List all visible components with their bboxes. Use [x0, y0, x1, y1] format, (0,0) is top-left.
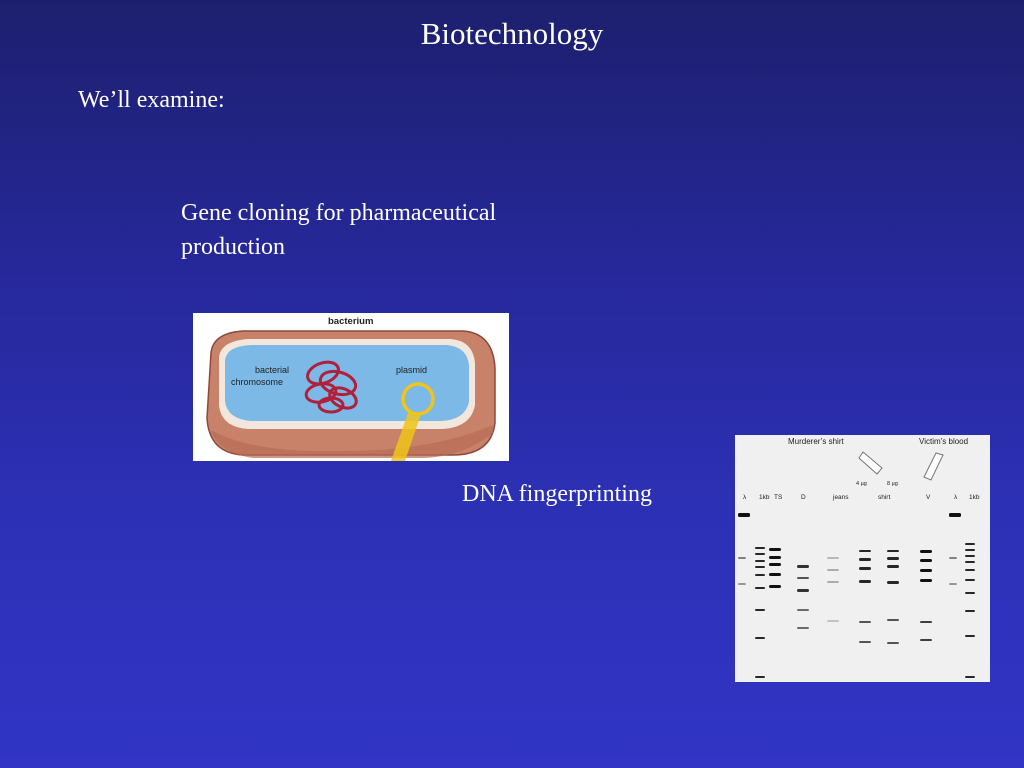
gel-bands — [738, 513, 975, 678]
gel-band — [920, 579, 932, 582]
gel-band — [965, 555, 975, 557]
gel-band — [797, 577, 809, 579]
gel-band — [965, 549, 975, 551]
pointing-hand-icon — [858, 451, 883, 475]
gel-band — [887, 581, 899, 584]
lane-label: 1kb — [759, 494, 770, 501]
gel-band — [859, 621, 871, 623]
gel-band — [755, 566, 765, 568]
lane-label: shirt — [878, 494, 890, 501]
lane-label: λ — [954, 494, 958, 501]
lane-label: 1kb — [969, 494, 980, 501]
gel-band — [738, 557, 746, 559]
gel-band — [755, 560, 765, 562]
gel-band — [755, 553, 765, 555]
gel-band — [859, 641, 871, 643]
pointing-hand-icon — [923, 452, 944, 481]
gel-band — [797, 589, 809, 592]
gel-header-right: Victim’s blood — [919, 437, 968, 446]
gel-band — [769, 556, 781, 559]
gel-band — [859, 558, 871, 561]
wall-texture — [211, 425, 493, 458]
gel-band — [887, 557, 899, 560]
gel-band — [755, 547, 765, 549]
lane-label: V — [926, 494, 931, 501]
gel-band — [859, 567, 871, 570]
gel-band — [755, 637, 765, 639]
gel-band — [859, 550, 871, 552]
gel-band — [827, 620, 839, 622]
gel-band — [755, 587, 765, 589]
bacterium-diagram: bacterium bacterial chromosome plasmid — [193, 313, 509, 461]
gel-band — [827, 557, 839, 559]
gel-band — [738, 583, 746, 585]
lane-label: TS — [774, 494, 783, 501]
gel-band — [769, 548, 781, 551]
gel-band — [755, 609, 765, 611]
gel-band — [887, 565, 899, 568]
slide-subtitle: We’ll examine: — [78, 87, 225, 113]
gel-band — [887, 619, 899, 621]
amount-label-8ug: 8 µg — [887, 481, 898, 487]
gel-header-left: Murderer’s shirt — [788, 437, 844, 446]
gel-band — [887, 642, 899, 644]
gel-band — [797, 565, 809, 568]
cytoplasm — [225, 345, 469, 421]
gel-band — [859, 580, 871, 583]
gel-band — [965, 635, 975, 637]
gel-band — [887, 550, 899, 552]
gel-band — [827, 581, 839, 583]
chromosome-label-1: bacterial — [255, 365, 289, 375]
gel-band — [920, 569, 932, 572]
gel-band — [827, 569, 839, 571]
gel-band — [965, 676, 975, 678]
topic-gene-cloning: Gene cloning for pharmaceutical producti… — [181, 200, 497, 260]
gel-band — [949, 583, 957, 585]
chromosome-icon — [304, 360, 358, 414]
gel-band — [965, 579, 975, 581]
gel-band — [755, 676, 765, 678]
gel-band — [949, 513, 961, 517]
gel-band — [965, 543, 975, 545]
gel-band — [738, 513, 750, 517]
chromosome-label-2: chromosome — [231, 377, 283, 387]
amount-label-4ug: 4 µg — [856, 481, 867, 487]
gel-band — [769, 563, 781, 566]
gel-band — [965, 561, 975, 563]
dna-gel-image: Murderer’s shirt Victim’s blood 4 µg 8 µ… — [735, 435, 990, 682]
gel-band — [920, 621, 932, 623]
gel-band — [920, 559, 932, 562]
lane-label: jeans — [832, 494, 849, 501]
gel-band — [797, 609, 809, 611]
gel-band — [920, 550, 932, 553]
lane-label: λ — [743, 494, 747, 501]
gel-band — [949, 557, 957, 559]
slide-title: Biotechnology — [420, 16, 604, 51]
gel-band — [769, 573, 781, 576]
plasmid-label: plasmid — [396, 365, 427, 375]
gel-band — [769, 585, 781, 588]
bacterium-label: bacterium — [328, 316, 373, 327]
topic-dna-fingerprinting: DNA fingerprinting — [462, 481, 652, 507]
gel-band — [965, 569, 975, 571]
gel-band — [920, 639, 932, 641]
lane-label: D — [801, 494, 806, 501]
gel-band — [797, 627, 809, 629]
gel-band — [755, 574, 765, 576]
gel-band — [965, 610, 975, 612]
plasmid-callout — [391, 413, 421, 461]
gel-band — [965, 592, 975, 594]
